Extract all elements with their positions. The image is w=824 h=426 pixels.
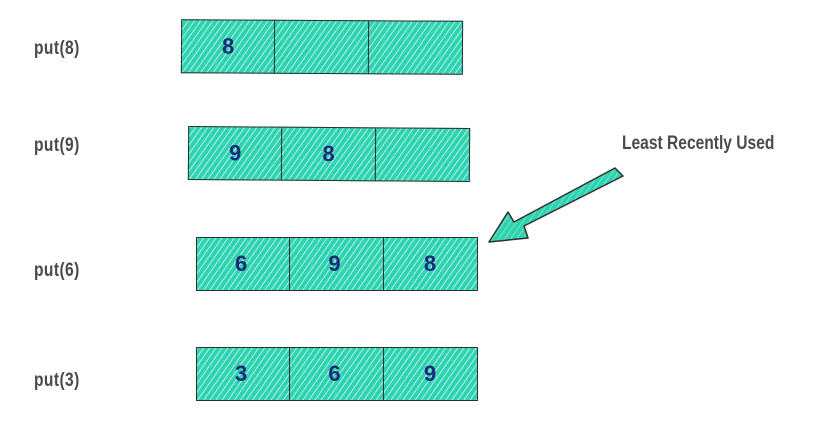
cell-value: 9 [328, 251, 341, 276]
cache-row-4: 3 6 9 [196, 347, 478, 401]
cell-value: 6 [235, 251, 248, 276]
operation-label-put-8: put(8) [34, 38, 80, 59]
cell-value: 8 [423, 251, 437, 276]
least-recently-used-label: Least Recently Used [622, 133, 775, 154]
cache-cell: 8 [382, 237, 478, 291]
cell-value: 6 [328, 361, 341, 386]
cache-cell: 6 [289, 347, 385, 401]
operation-label-put-6: put(6) [34, 260, 80, 281]
cell-value: 3 [235, 361, 248, 386]
operation-label-put-3: put(3) [34, 370, 80, 391]
operation-label-put-9: put(9) [34, 135, 80, 156]
cache-cell: 6 [196, 237, 291, 291]
cache-row-3: 6 9 8 [196, 237, 478, 291]
cell-value: 9 [423, 361, 437, 386]
cache-cell: 9 [382, 347, 478, 401]
cache-cell: 9 [289, 237, 385, 291]
cache-cell: 3 [196, 347, 291, 401]
